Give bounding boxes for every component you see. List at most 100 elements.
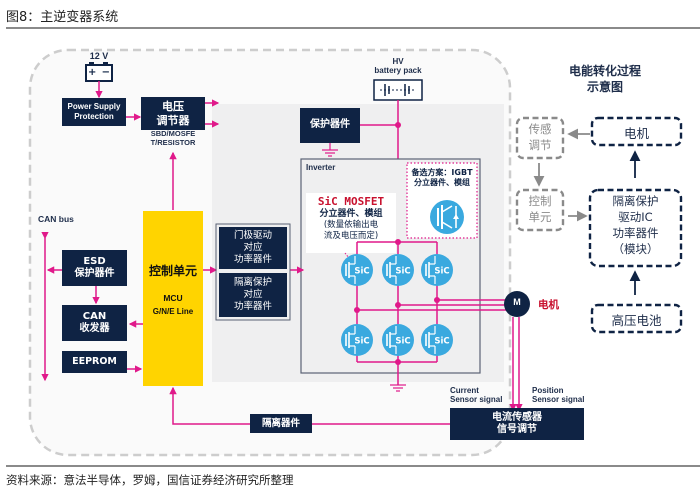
regulator-caption-1: SBD/MOSFE <box>150 129 196 138</box>
psp-line-2: Protection <box>74 112 114 121</box>
isolation-protection-block: 隔离保护 对应 功率器件 <box>219 273 287 317</box>
igbt-line-1: 备选方案：IGBT <box>411 168 473 177</box>
ef-control-2: 单元 <box>528 209 552 224</box>
ef-title-1: 电能转化过程 <box>568 64 641 78</box>
gate-driver-line-3: 功率器件 <box>233 253 272 265</box>
motor-label: 电机 <box>538 299 559 311</box>
energy-flow-title: 电能转化过程 示意图 <box>555 64 655 95</box>
figure-title: 图8：主逆变器系统 <box>6 10 119 25</box>
ef-driver-1: 隔离保护 <box>612 194 659 208</box>
inverter-label: Inverter <box>306 163 336 172</box>
igbt-icon <box>430 200 464 234</box>
ef-driver-3: 功率器件 <box>612 225 659 240</box>
battery-terminals: + − <box>88 67 110 78</box>
sic-callout: SiC MOSFET 分立器件、模组 (数量依输出电 流及电压而定) <box>306 195 396 241</box>
control-unit-title: 控制单元 <box>148 263 197 278</box>
regulator-line-1: 电压 <box>162 99 184 113</box>
sic-sub-1: 分立器件、模组 <box>319 208 383 219</box>
protection-device-block: 保护器件 <box>300 108 360 143</box>
sic-mosfet-switch: SiC <box>421 254 453 286</box>
title-rule <box>6 27 700 29</box>
sic-mosfet-switch: SiC <box>421 324 453 356</box>
ground-icon <box>390 384 406 392</box>
isolation-device-block: 隔离器件 <box>250 414 312 433</box>
sic-switch-label: SiC <box>354 337 369 347</box>
can-line-2: 收发器 <box>79 323 110 334</box>
gate-driver-block: 门极驱动 对应 功率器件 <box>219 227 287 269</box>
motor-symbol: M <box>513 297 521 307</box>
hv-battery-icon <box>373 79 423 101</box>
ef-motor-text: 电机 <box>623 126 649 141</box>
plus-terminal: + <box>88 67 97 78</box>
regulator-caption-2: T/RESISTOR <box>150 137 196 147</box>
position-label-1: Position <box>532 386 564 395</box>
motor-icon <box>504 291 530 317</box>
position-label-2: Sensor signal <box>532 395 585 405</box>
ef-hv-text: 高压电池 <box>611 313 662 328</box>
current-label-2: Sensor signal <box>450 395 503 405</box>
sic-switch-label: SiC <box>434 337 449 347</box>
igbt-callout: 备选方案：IGBT 分立器件、模组 <box>409 168 475 189</box>
ef-control-text: 控制 单元 <box>517 194 563 225</box>
ef-driver-text: 隔离保护 驱动IC 功率器件 （模块） <box>590 194 681 257</box>
can-bus-label: CAN bus <box>38 214 74 224</box>
sic-sub-2: (数量依输出电 <box>323 220 379 230</box>
sic-sub-3: 流及电压而定) <box>323 230 379 241</box>
ef-control-box <box>515 188 565 232</box>
hv-label-1: HV <box>392 57 404 66</box>
ground-icon <box>322 143 338 157</box>
figure-source: 资料来源：意法半导体，罗姆，国信证券经济研究所整理 <box>6 473 294 487</box>
ef-motor-box <box>590 116 683 147</box>
ef-driver-box <box>588 188 683 268</box>
ef-hv-box <box>590 303 683 334</box>
esd-line-2: 保护器件 <box>74 268 115 279</box>
sensor-cond-line-1: 电流传感器 <box>492 411 542 423</box>
ef-sensor-1: 传感 <box>528 122 552 136</box>
current-label-1: Current <box>450 386 479 395</box>
sic-mosfet-switch: SiC <box>341 254 373 286</box>
ef-control-1: 控制 <box>528 194 552 208</box>
ef-driver-4: （模块） <box>612 241 659 256</box>
mcu-line-label: G/N/E Line <box>152 306 194 316</box>
minus-terminal: − <box>101 67 110 78</box>
sensor-conditioning-block: 电流传感器 信号调节 <box>450 408 584 440</box>
sic-title: SiC MOSFET <box>317 195 385 208</box>
regulator-line-2: 调节器 <box>156 113 190 127</box>
voltage-regulator-block: 电压 调节器 <box>141 97 205 130</box>
hv-label-2: battery pack <box>374 66 422 76</box>
gate-driver-line-2: 对应 <box>243 242 263 254</box>
current-sensor-label: Current Sensor signal <box>450 386 502 404</box>
can-transceiver-block: CAN 收发器 <box>62 305 127 341</box>
power-supply-protection-block: Power Supply Protection <box>62 98 126 126</box>
mcu-label: MCU <box>163 292 183 303</box>
source-rule <box>6 465 700 467</box>
iso-prot-line-1: 隔离保护 <box>233 277 272 289</box>
sensor-cond-line-2: 信号调节 <box>497 424 537 435</box>
ef-sensor-text: 传感 调节 <box>517 122 563 153</box>
igbt-line-2: 分立器件、模组 <box>414 178 470 188</box>
eeprom-block: EEPROM <box>62 351 127 373</box>
ef-sensor-2: 调节 <box>528 137 552 152</box>
sic-switch-label: SiC <box>395 267 410 277</box>
control-unit-block: 控制单元 MCU G/N/E Line <box>143 211 203 386</box>
ef-driver-2: 驱动IC <box>618 209 653 224</box>
sic-switch-label: SiC <box>354 267 369 277</box>
iso-prot-line-3: 功率器件 <box>233 300 272 312</box>
battery-12v-label: 12 V <box>89 51 109 61</box>
position-sensor-label: Position Sensor signal <box>532 386 584 404</box>
ef-sensor-box <box>515 116 565 160</box>
hv-battery-label: HV battery pack <box>365 57 431 75</box>
sic-mosfet-switch: SiC <box>382 324 414 356</box>
gate-driver-line-1: 门极驱动 <box>233 230 272 242</box>
ef-title-2: 示意图 <box>586 79 623 94</box>
esd-block: ESD 保护器件 <box>62 250 127 286</box>
sic-switch-label: SiC <box>395 337 410 347</box>
psp-line-1: Power Supply <box>67 102 121 111</box>
can-line-1: CAN <box>82 310 107 322</box>
sic-mosfet-switch: SiC <box>341 324 373 356</box>
sic-mosfet-switch: SiC <box>382 254 414 286</box>
esd-line-1: ESD <box>83 255 106 267</box>
sic-switch-label: SiC <box>434 267 449 277</box>
regulator-caption: SBD/MOSFE T/RESISTOR <box>138 129 208 147</box>
iso-prot-line-2: 对应 <box>243 289 263 301</box>
